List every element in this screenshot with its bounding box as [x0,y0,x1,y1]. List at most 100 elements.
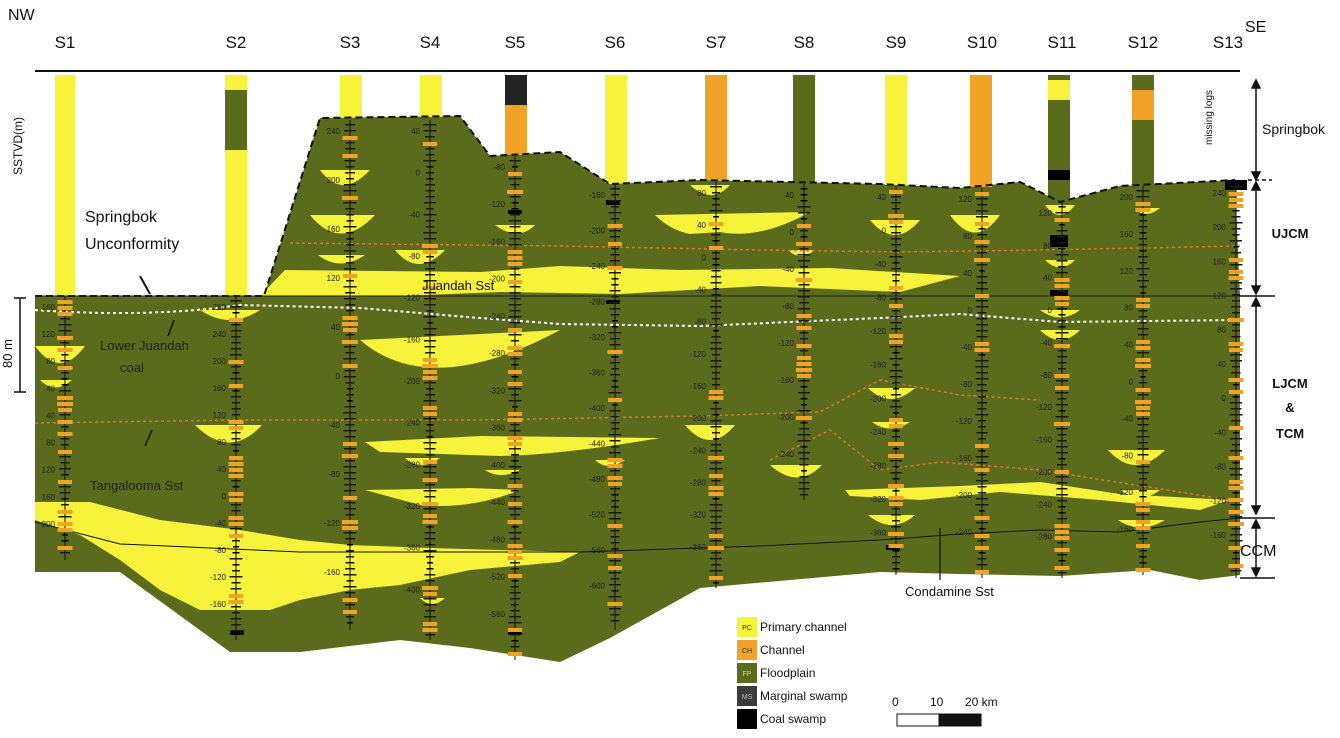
log-bar [422,376,438,380]
log-bar [974,348,990,352]
log-bar [611,284,619,286]
log-bar [344,484,356,486]
log-bar [231,510,241,512]
log-bar [426,424,434,426]
log-bar [346,244,354,246]
log-bar [426,388,434,390]
log-bar [889,346,903,348]
log-bar [892,562,900,564]
log-bar [608,566,622,570]
log-bar [424,334,436,336]
log-bar [975,192,989,196]
legend-code-ms: MS [742,694,753,701]
log-bar [423,490,437,492]
log-bar [709,576,723,580]
log-bar [976,276,988,278]
log-bar [710,282,722,284]
log-bar [977,402,987,404]
log-bar [1228,378,1244,382]
depth-tick-label: 80 [46,439,55,448]
log-bar [974,534,990,538]
log-bar [710,462,722,464]
log-bar [978,228,986,230]
log-bar [424,262,436,264]
log-bar [344,436,356,438]
log-bar [1232,492,1240,494]
log-bar [708,546,724,550]
log-bar [232,564,240,566]
log-bar [511,364,519,366]
log-bar [231,504,241,506]
log-bar [976,372,988,374]
log-bar [890,406,902,408]
log-bar [343,202,357,204]
log-bar [889,256,903,258]
log-bar [343,586,357,588]
log-bar [509,430,521,432]
log-bar [423,124,437,126]
depth-tick-label: 240 [1213,189,1227,198]
log-bar [1054,284,1070,288]
log-bar [712,258,720,260]
log-bar [509,286,521,288]
log-bar [231,336,241,338]
log-bar [1137,418,1149,420]
depth-tick-label: -200 [778,413,795,422]
log-bar [1140,376,1146,378]
log-bar [1232,330,1240,332]
log-bar [423,250,437,254]
log-bar [1056,452,1068,454]
log-bar [892,466,900,468]
log-bar [511,640,519,642]
log-bar [610,218,620,220]
log-bar [509,478,521,480]
log-bar [800,236,808,238]
log-bar [424,202,436,204]
depth-tick-label: -480 [589,475,606,484]
well-column-s8: 400-40-80-120-160-200-240 [778,184,812,500]
log-bar [424,538,436,540]
log-bar [1135,208,1151,212]
log-bar [978,450,986,452]
log-bar [1057,500,1067,502]
legend-label-ms: Marginal swamp [760,689,848,703]
depth-tick-label: -40 [782,265,794,274]
log-bar [231,348,241,350]
log-bar [1135,364,1151,368]
log-bar [976,390,988,392]
log-bar [229,456,243,460]
legend-swatch-ms [737,686,757,706]
log-bar [507,484,523,488]
log-bar [892,352,900,354]
tangalooma-sst-label: Tangalooma Sst [90,478,184,493]
log-bar [346,616,354,618]
log-bar [426,436,434,438]
log-bar [611,206,619,208]
log-bar [1056,404,1068,406]
log-bar [423,442,437,444]
log-bar [233,546,239,548]
log-bar [1139,556,1147,558]
log-bar [423,466,437,468]
log-bar [422,364,438,368]
log-bar [609,290,621,292]
log-bar [610,260,620,262]
log-bar [511,472,519,474]
log-bar [344,376,356,378]
log-bar [343,358,357,360]
log-bar [1139,478,1147,480]
log-bar [346,238,354,240]
log-bar [344,346,356,348]
log-bar [708,486,724,490]
log-bar [1229,480,1243,484]
log-bar [1232,462,1240,464]
log-bar [507,544,523,548]
log-bar [710,348,722,350]
depth-tick-label: -480 [489,535,506,544]
log-bar [508,628,522,632]
log-bar [425,184,435,186]
log-bar [61,384,69,386]
